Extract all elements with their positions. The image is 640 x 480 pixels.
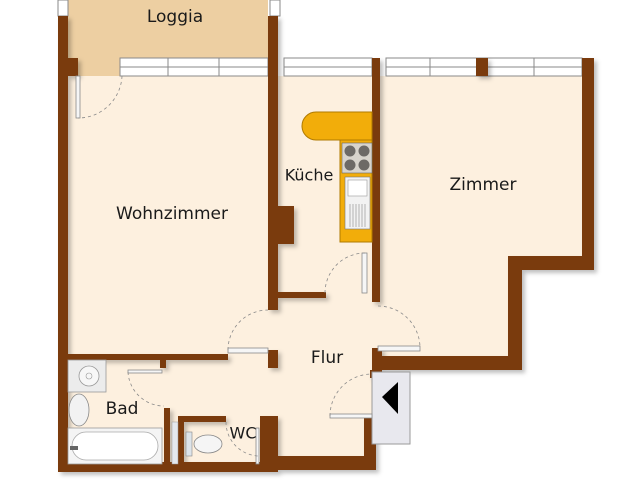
kitchen: [301, 111, 373, 243]
room-label-wohnzimmer: Wohnzimmer: [116, 204, 228, 224]
door-wc: [255, 427, 260, 465]
floors: [68, 0, 588, 466]
room-label-kueche: Küche: [284, 165, 334, 185]
window-loggia-left: [57, 0, 69, 17]
room-label-flur: Flur: [310, 348, 344, 368]
zimmer-floor: [378, 76, 588, 360]
entrance-landing: [371, 371, 411, 445]
toilet-tank: [185, 431, 193, 457]
window-loggia-right: [269, 0, 281, 17]
bidet-icon: [68, 393, 90, 427]
door-kueche: [361, 252, 368, 294]
kitchen-counter-top: [301, 111, 373, 141]
bathroom-fixtures: [67, 359, 223, 465]
door-wohnzimmer: [227, 347, 269, 354]
room-label-zimmer: Zimmer: [449, 175, 517, 195]
doors: [75, 75, 421, 465]
room-label-loggia: Loggia: [146, 7, 204, 27]
door-entrance: [329, 413, 373, 419]
walls: [58, 16, 594, 472]
entrance-arrow-left-icon: [382, 382, 398, 414]
room-label-wc: WC: [229, 423, 257, 443]
door-zimmer: [377, 345, 421, 352]
room-label-bad: Bad: [105, 399, 139, 419]
door-loggia: [75, 75, 81, 119]
door-bad: [127, 369, 163, 374]
toilet-icon: [193, 434, 223, 454]
